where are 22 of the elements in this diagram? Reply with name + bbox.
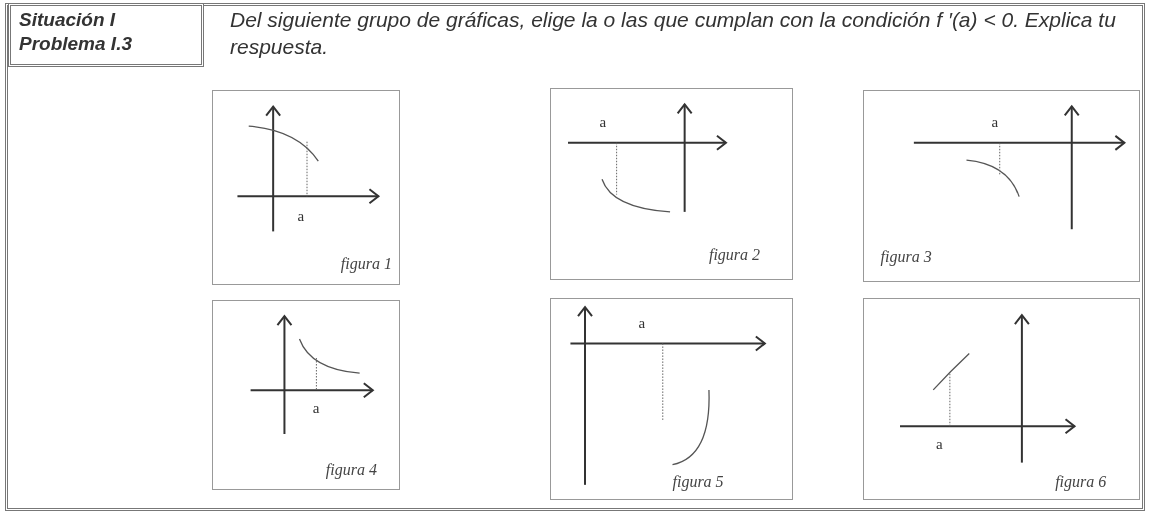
point-label: a xyxy=(312,399,320,416)
figure-caption: figura 6 xyxy=(1055,472,1107,491)
graph-panel xyxy=(212,90,400,285)
heading-text: Problema I.3 xyxy=(19,32,133,56)
figure-caption: figura 1 xyxy=(340,254,392,273)
point-label: a xyxy=(599,113,607,130)
point-label: a xyxy=(936,436,943,453)
figure-caption: figura 3 xyxy=(880,248,932,267)
figure-caption: figura 5 xyxy=(672,472,724,491)
graph-panel xyxy=(212,300,400,490)
question-text: Del siguiente grupo de gráficas, elige la o las que cumplan con la condición f ′(a) < 0. Explica tu respuesta. xyxy=(230,7,1117,60)
point-label: a xyxy=(297,208,305,224)
figure-caption: figura 2 xyxy=(708,246,761,265)
point-label: a xyxy=(638,315,646,332)
graph-panel xyxy=(863,90,1140,282)
heading-box xyxy=(8,3,204,67)
heading-text: Situación I xyxy=(19,8,117,32)
graph-panel xyxy=(550,298,793,500)
graph-panel xyxy=(550,88,793,280)
figure-caption: figura 4 xyxy=(325,460,377,479)
graph-panel xyxy=(863,298,1140,500)
point-label: a xyxy=(991,114,999,131)
